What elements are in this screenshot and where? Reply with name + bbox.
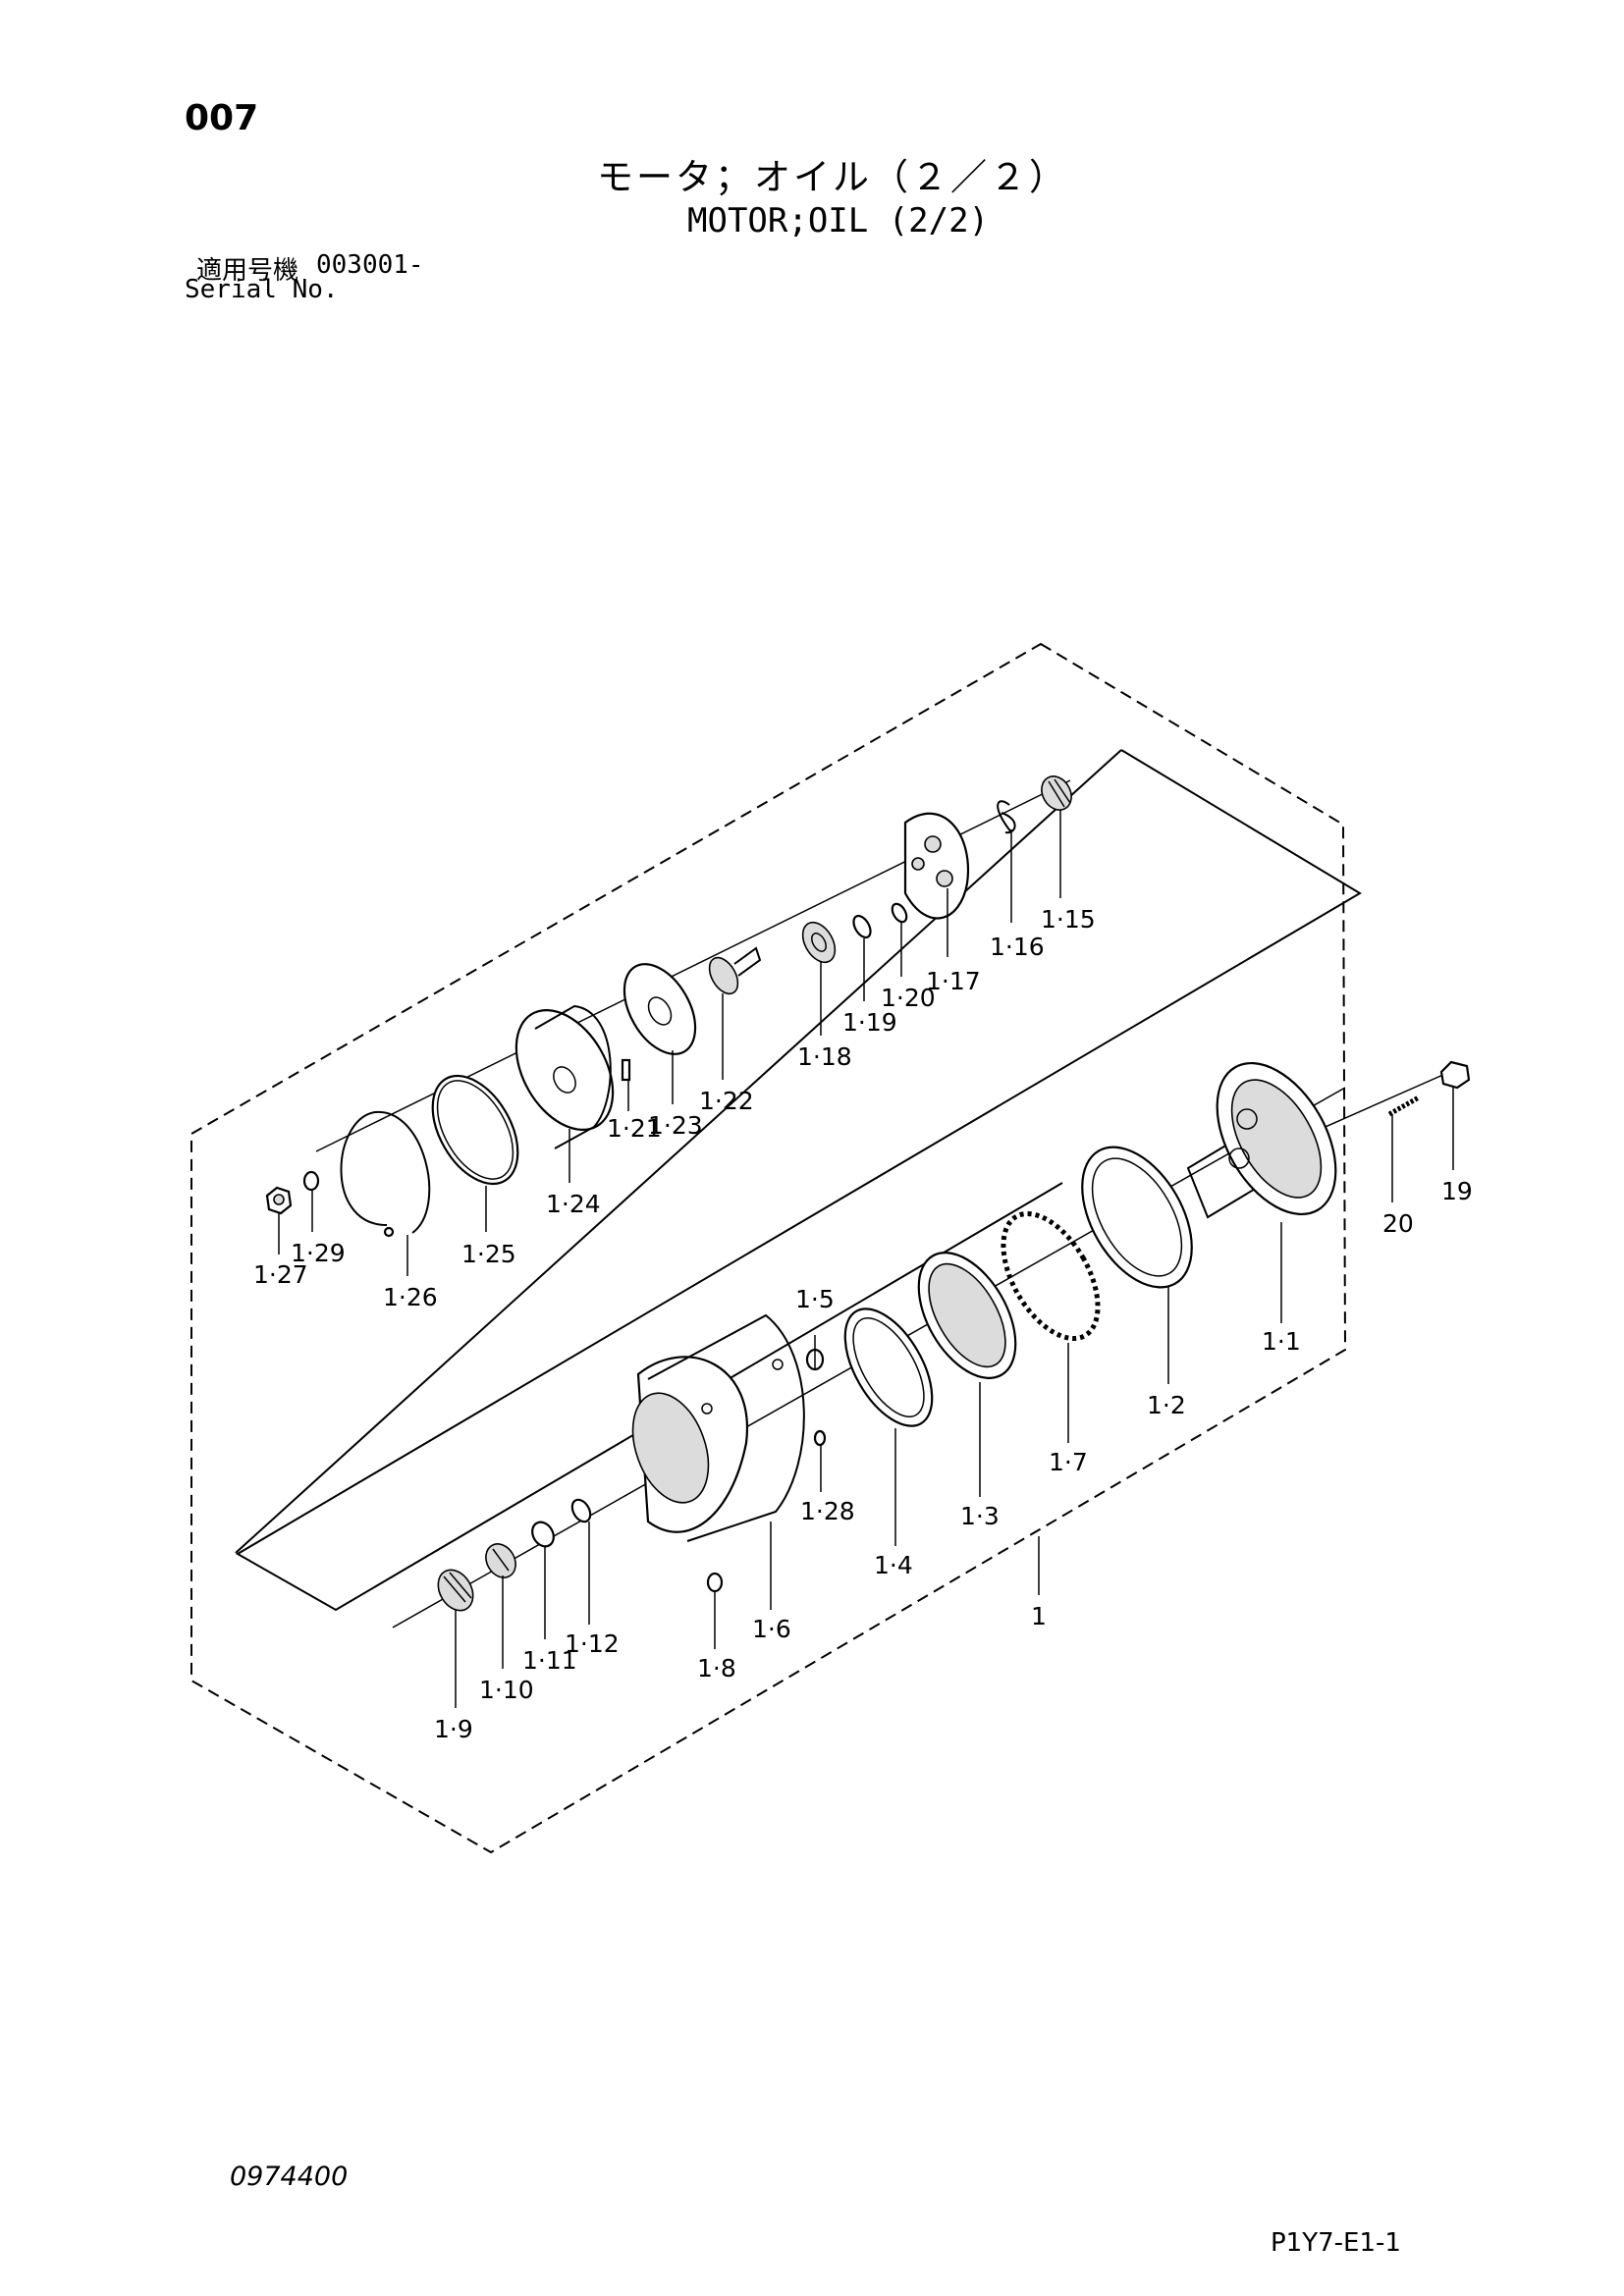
part-1-21-pin bbox=[621, 1058, 631, 1082]
part-1-3-bearing bbox=[917, 1252, 1017, 1379]
callout-1-8: 1·8 bbox=[697, 1654, 736, 1682]
callout-1: 1 bbox=[1031, 1602, 1047, 1630]
callout-1-26: 1·26 bbox=[383, 1283, 438, 1311]
serial-label-english: Serial No. bbox=[185, 275, 339, 304]
callout-1-4: 1·4 bbox=[874, 1551, 913, 1579]
callout-1-16: 1·16 bbox=[990, 933, 1045, 961]
callout-20: 20 bbox=[1382, 1209, 1414, 1238]
part-1-7-steel-balls bbox=[1001, 1210, 1101, 1342]
sheet-code: P1Y7-E1-1 bbox=[1271, 2228, 1401, 2258]
callout-1-22: 1·22 bbox=[699, 1087, 754, 1115]
page-number: 007 bbox=[185, 98, 259, 138]
part-1-22-shaft-gear bbox=[708, 946, 762, 995]
part-1-24-cover bbox=[514, 1004, 615, 1149]
callout-1-18: 1·18 bbox=[797, 1042, 852, 1071]
subassembly-boundary-back-edge bbox=[235, 749, 1122, 1554]
serial-label-japanese: 適用号機 bbox=[196, 256, 299, 286]
callout-1-12: 1·12 bbox=[565, 1629, 620, 1658]
part-1-6-housing bbox=[631, 1313, 805, 1542]
page-title-japanese: モータ；オイル（２／２） bbox=[597, 156, 1068, 198]
part-1-1-spindle bbox=[1186, 1061, 1337, 1219]
part-1-26-snap-ring bbox=[340, 1110, 431, 1238]
assembly-boundary-dashed bbox=[190, 642, 1347, 1854]
callout-1-24: 1·24 bbox=[546, 1190, 601, 1218]
callout-1-11: 1·11 bbox=[522, 1646, 577, 1675]
page-title-english: MOTOR;OIL (2/2) bbox=[687, 201, 990, 240]
callout-1-17: 1·17 bbox=[926, 967, 981, 995]
part-1-15-sun-gear bbox=[1041, 775, 1072, 811]
callout-1-28: 1·28 bbox=[800, 1497, 855, 1525]
callout-1-23: 1·23 bbox=[648, 1111, 703, 1140]
callout-1-15: 1·15 bbox=[1041, 905, 1096, 934]
drawing-number: 0974400 bbox=[230, 2162, 349, 2192]
part-1-27-plug bbox=[265, 1186, 293, 1215]
callout-1-1: 1·1 bbox=[1262, 1327, 1301, 1356]
callout-1-19: 1·19 bbox=[842, 1008, 897, 1037]
part-1-10-gear bbox=[485, 1543, 516, 1578]
callout-1-3: 1·3 bbox=[960, 1502, 1000, 1530]
part-1-23-plate bbox=[623, 963, 697, 1055]
part-1-2-floating-seal bbox=[1081, 1146, 1193, 1289]
callout-1-21: 1·21 bbox=[607, 1114, 662, 1143]
part-1-25-o-ring bbox=[431, 1074, 519, 1186]
part-1-11-bushing bbox=[531, 1521, 555, 1548]
serial-number-value: 003001- bbox=[316, 250, 424, 280]
part-1-28-pin bbox=[813, 1429, 827, 1447]
callout-1-29: 1·29 bbox=[291, 1239, 346, 1267]
part-1-8-plug bbox=[706, 1572, 724, 1593]
callout-1-9: 1·9 bbox=[434, 1715, 473, 1743]
callout-1-20: 1·20 bbox=[881, 984, 936, 1012]
part-1-19-ring bbox=[852, 914, 872, 939]
part-20-bolt bbox=[1387, 1095, 1421, 1117]
callout-1-25: 1·25 bbox=[461, 1240, 516, 1268]
part-1-18-gear bbox=[801, 921, 837, 964]
subassembly-boundary bbox=[236, 749, 1362, 1612]
callout-1-5: 1·5 bbox=[795, 1285, 835, 1313]
part-1-4-seal bbox=[843, 1308, 934, 1427]
callout-1-7: 1·7 bbox=[1049, 1448, 1088, 1476]
part-1-12-ring bbox=[570, 1498, 592, 1523]
part-1-9-gear bbox=[437, 1569, 474, 1612]
part-1-29-o-ring bbox=[302, 1170, 320, 1192]
part-1-16-snap-ring bbox=[997, 800, 1016, 834]
callout-1-2: 1·2 bbox=[1147, 1391, 1186, 1419]
leader-lines bbox=[278, 810, 1454, 1708]
part-1-17-carrier bbox=[903, 812, 970, 920]
callout-1-10: 1·10 bbox=[479, 1676, 534, 1704]
callout-1-27: 1·27 bbox=[253, 1260, 308, 1289]
part-19-plug bbox=[1439, 1060, 1471, 1090]
callout-19: 19 bbox=[1441, 1177, 1473, 1205]
callout-1-6: 1·6 bbox=[752, 1615, 791, 1643]
part-1-20-ring bbox=[891, 902, 908, 924]
callout-labels: 1·15 1·16 1·17 1·20 1·19 1·18 1·22 1·23 … bbox=[253, 905, 1473, 1743]
